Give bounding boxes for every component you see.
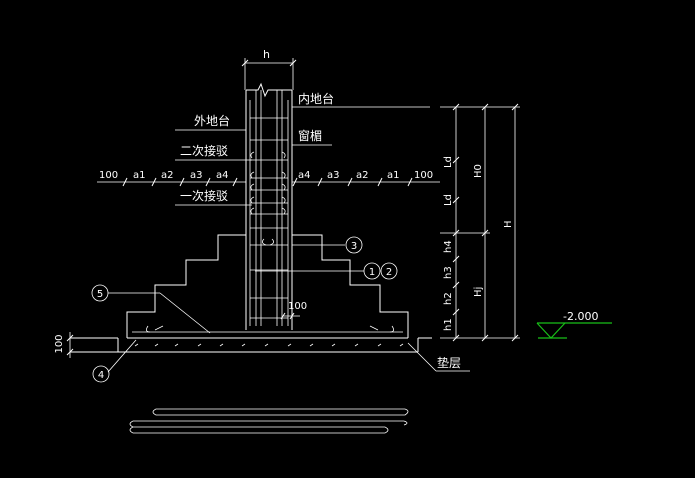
callout-1-label: 1	[369, 267, 375, 278]
cushion-label: 垫层	[437, 355, 461, 370]
slab-thickness-dimension: 100	[54, 332, 74, 358]
rebar-detail-sketches	[129, 408, 409, 434]
base-slab	[70, 325, 432, 353]
vertical-dimensions: Ld Ld h4 h3 h2 h1 H0 Hj H	[440, 103, 520, 342]
dim-h2: h2	[443, 292, 454, 305]
inner-ground-callout: 内地台	[292, 91, 430, 108]
callout-2-label: 2	[386, 267, 392, 278]
footing-right-steps	[292, 234, 409, 338]
window-sill-callout: 窗楣	[292, 129, 332, 146]
dim-right-100: 100	[414, 170, 433, 181]
dim-ld-upper: Ld	[443, 156, 454, 168]
window-sill-label: 窗楣	[298, 129, 322, 143]
second-splice-label: 二次接驳	[180, 143, 228, 158]
dim-left-100: 100	[99, 170, 118, 181]
callout-4-label: 4	[98, 370, 104, 381]
column-offset-dimension: 100	[280, 301, 307, 320]
dim-right-a2: a2	[356, 170, 369, 181]
dim-h0: H0	[473, 164, 484, 178]
dim-left-a4: a4	[216, 170, 229, 181]
dim-right-a4: a4	[298, 170, 311, 181]
column-offset-label: 100	[288, 301, 307, 312]
left-dimension-chain: 100 a1 a2 a3 a4	[97, 170, 246, 187]
dim-right-a1: a1	[387, 170, 400, 181]
column-width-label: h	[263, 48, 270, 61]
right-dimension-chain: a4 a3 a2 a1 100	[292, 170, 440, 187]
callout-1-2: 1 2	[255, 262, 398, 280]
dim-h-total: H	[503, 220, 514, 228]
footing-left-steps	[126, 234, 246, 338]
outer-ground-callout: 外地台	[175, 113, 246, 131]
dim-h4: h4	[443, 240, 454, 253]
dim-h1: h1	[443, 318, 454, 331]
dim-left-a3: a3	[190, 170, 203, 181]
outer-ground-label: 外地台	[194, 113, 230, 128]
callout-4: 4	[92, 339, 137, 383]
first-splice-callout: 一次接驳	[175, 188, 252, 206]
dim-ld-lower: Ld	[443, 194, 454, 206]
inner-ground-label: 内地台	[298, 91, 334, 106]
column-width-dimension: h	[241, 48, 297, 90]
dim-hj: Hj	[473, 287, 484, 297]
dim-left-a2: a2	[161, 170, 174, 181]
first-splice-label: 一次接驳	[180, 188, 228, 203]
slab-thickness-label: 100	[54, 334, 65, 353]
callout-5-label: 5	[97, 289, 103, 300]
column	[245, 82, 293, 330]
dim-h3: h3	[443, 266, 454, 279]
dim-right-a3: a3	[327, 170, 340, 181]
elevation-label: -2.000	[563, 310, 598, 323]
elevation-marker: -2.000	[536, 310, 612, 339]
callout-5: 5	[91, 284, 211, 334]
second-splice-callout: 二次接驳	[175, 143, 252, 161]
dim-left-a1: a1	[133, 170, 146, 181]
callout-3: 3	[292, 236, 363, 254]
cushion-callout: 垫层	[407, 342, 470, 372]
callout-3-label: 3	[351, 241, 357, 252]
